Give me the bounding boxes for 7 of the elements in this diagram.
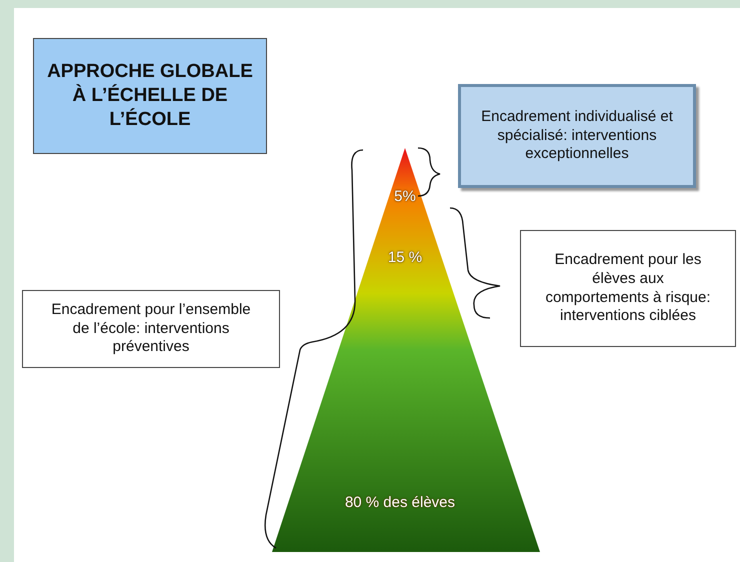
callout-box: Encadrement individualisé et spécialisé: interventions exceptionnelles (458, 84, 696, 188)
title-box: APPROCHE GLOBALE À L’ÉCHELLE DE L’ÉCOLE (33, 38, 267, 154)
tier-label: 80 % des élèves (315, 492, 485, 514)
tier-label: 5% (385, 186, 425, 208)
tier-label: 15 % (375, 247, 435, 269)
callout-box: Encadrement pour l’ensemble de l’école: interventions préventives (22, 290, 280, 368)
callout-box: Encadrement pour les élèves aux comportements à risque: interventions ciblées (520, 230, 736, 347)
